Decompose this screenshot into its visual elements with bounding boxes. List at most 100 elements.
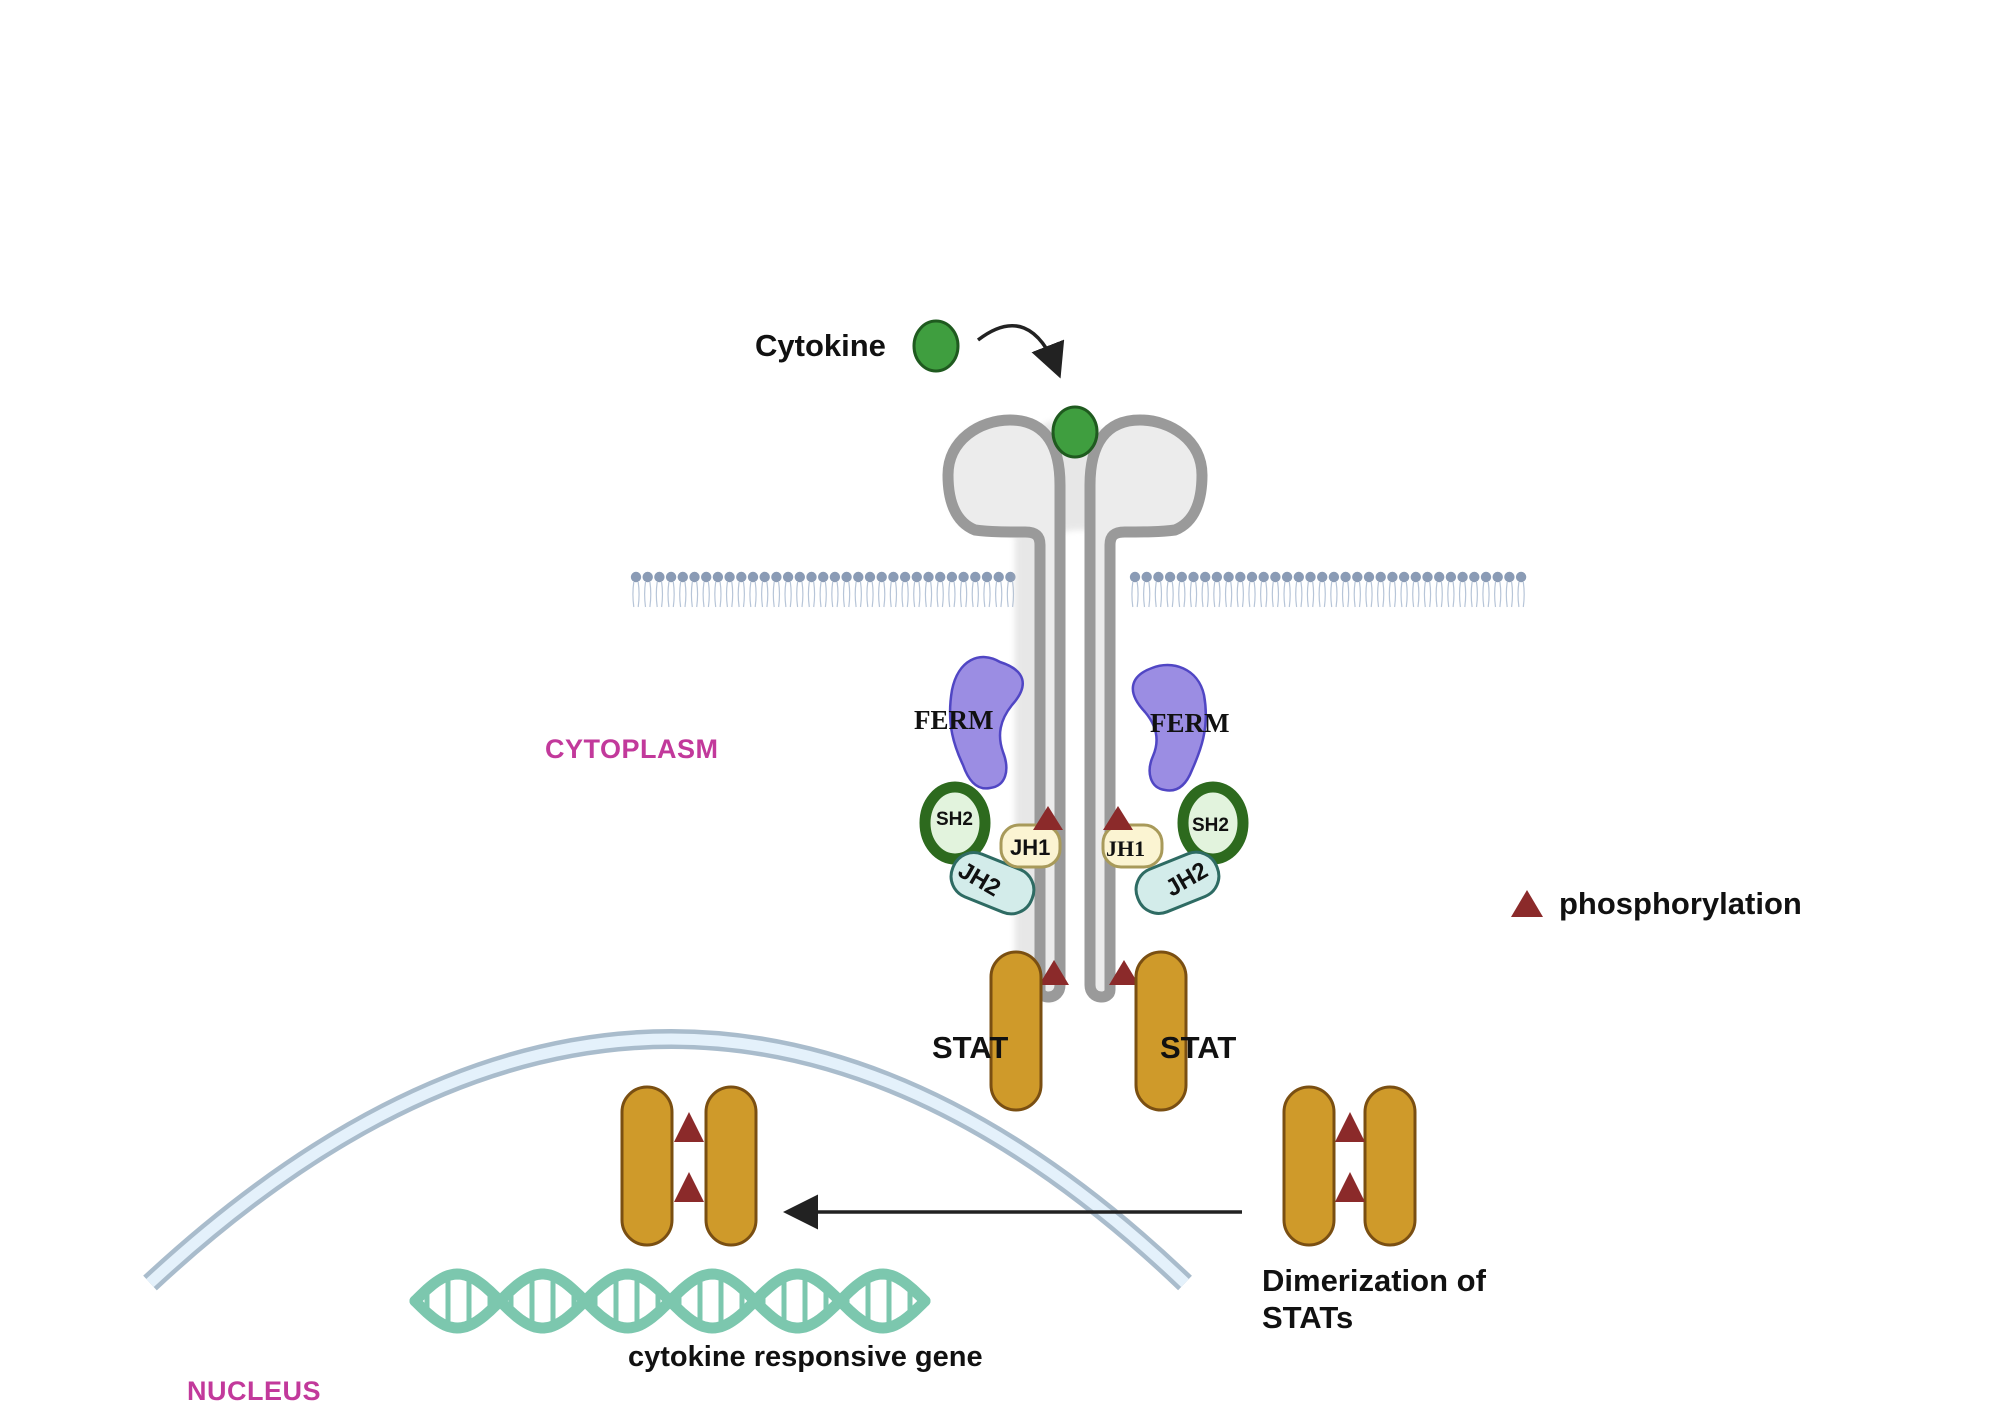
jh2-domain-right [1134,850,1221,915]
lipid-head [1480,571,1492,583]
lipid-head [724,571,735,583]
phospho-triangle [1109,960,1139,985]
lipid-head [923,571,934,583]
lipid-tail [801,581,804,608]
lipid-head [1445,571,1457,583]
stat-monomer-left [989,950,1043,1112]
lipid-tail [1000,581,1003,608]
lipid-tail [667,581,670,608]
lipid-tail [725,581,728,608]
lipid-head [782,571,794,583]
lipid-tail [995,581,998,608]
lipid-tail [1306,581,1309,608]
lipid-tail [1440,581,1443,608]
lipid-tail [679,581,682,608]
lipid-head [771,571,782,583]
lipid-tail [1006,581,1009,608]
lipid-tail [807,581,810,608]
lipid-head [1129,571,1141,583]
lipid-tail [871,581,874,608]
lipid-head [864,571,876,583]
lipid-tail [1452,581,1455,608]
lipid-head [806,571,817,583]
lipid-head [1305,571,1316,583]
lipid-tail [1224,581,1227,608]
lipid-tail [1148,581,1151,608]
lipid-tail [1288,581,1291,608]
lipid-tail [988,581,991,608]
lipid-tail [1154,581,1157,608]
lipid-head [1352,571,1363,583]
lipid-tail [742,581,745,608]
lipid-head [1188,571,1199,583]
lipid-tail [1412,581,1415,608]
lipid-head [1141,571,1152,583]
lipid-tail [859,581,862,608]
lipid-tail [913,581,916,608]
lipid-head [981,571,993,583]
lipid-tail [1499,581,1502,608]
lipid-head [1492,571,1503,583]
lipid-tail [1178,581,1181,608]
lipid-head [1246,571,1258,583]
lipid-tail [1382,581,1385,608]
lipid-tail [731,581,734,608]
lipid-tail [672,581,675,608]
cytokine-label: Cytokine [755,328,886,363]
dimerization-label-line2: STATs [1262,1300,1354,1335]
lipid-head [1317,571,1328,583]
jak-right [1101,663,1249,915]
cytokine-ligand-bound [1051,405,1099,459]
lipid-tail [1241,581,1244,608]
lipid-tail [684,581,687,608]
lipid-tail [1435,581,1438,608]
phosphorylation-legend-icon [1511,890,1543,917]
lipid-head [993,571,1004,583]
lipid-tail [1143,581,1146,608]
lipid-head [1422,571,1433,583]
lipid-tail [690,581,693,608]
lipid-head [1005,571,1016,583]
lipid-tail [1195,581,1198,608]
lipid-tail [1312,581,1315,608]
dna-helix-icon [409,1268,931,1334]
ferm-label-right: FERM [1150,708,1230,738]
lipid-tail [737,581,740,608]
lipid-head [841,571,852,583]
lipid-head [899,571,911,583]
phosphorylation-marks-receptor [1033,806,1139,985]
lipid-tail [1394,581,1397,608]
stat-dimer-cytoplasm [1282,1085,1417,1247]
lipid-tail [1511,581,1514,608]
lipid-head [935,571,946,583]
lipid-tail [702,581,705,608]
lipid-tail [901,581,904,608]
lipid-tail [1482,581,1485,608]
lipid-head [1515,571,1527,583]
lipid-tail [714,581,717,608]
lipid-tail [1260,581,1263,608]
lipid-tail [878,581,881,608]
lipid-tail [965,581,968,608]
lipid-head [665,571,677,583]
lipid-tail [661,581,664,608]
lipid-tail [1300,581,1303,608]
lipid-tail [1522,581,1525,608]
lipid-tail [854,581,857,608]
lipid-tail [1377,581,1380,608]
lipid-head [1387,571,1398,583]
lipid-tail [1183,581,1186,608]
lipid-tail [971,581,974,608]
lipid-tail [1189,581,1192,608]
lipid-head [677,571,688,583]
phospho-triangle [1039,960,1069,985]
lipid-head [853,571,864,583]
lipid-head [642,571,653,583]
lipid-head [1211,571,1223,583]
lipid-tail [772,581,775,608]
lipid-head [1469,571,1480,583]
jh1-label-right: JH1 [1106,836,1146,861]
lipid-head [1176,571,1188,583]
lipid-tail [1218,581,1221,608]
